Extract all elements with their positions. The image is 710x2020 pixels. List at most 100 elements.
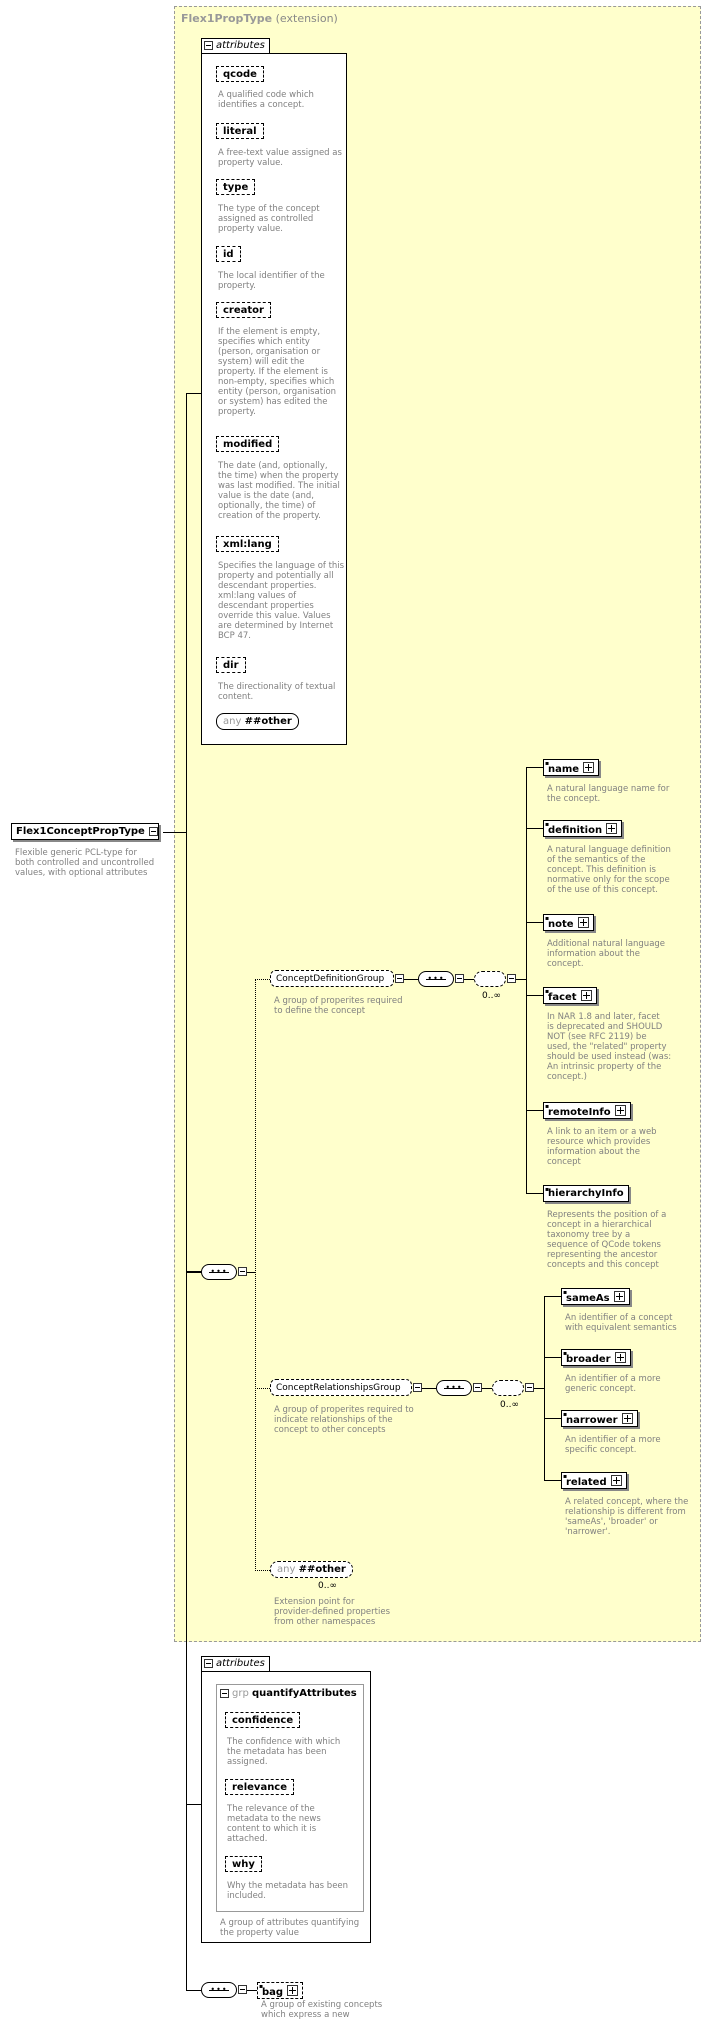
choice-compositor[interactable] bbox=[474, 971, 506, 987]
connector-line bbox=[186, 1804, 201, 1805]
connector-line bbox=[186, 1271, 201, 1272]
collapse-icon[interactable] bbox=[204, 40, 213, 50]
expand-icon[interactable] bbox=[606, 823, 618, 834]
collapse-icon[interactable] bbox=[455, 974, 464, 983]
element-sameas[interactable]: ▪sameAs bbox=[561, 1288, 630, 1305]
connector-line bbox=[464, 979, 474, 980]
element-bag[interactable]: ▪bag bbox=[257, 1982, 304, 1999]
attr-creator[interactable]: creator bbox=[216, 302, 271, 318]
any-element[interactable]: any ##other bbox=[270, 1561, 353, 1578]
connector-line bbox=[186, 393, 201, 394]
sequence-compositor[interactable]: ••• bbox=[436, 1380, 472, 1396]
attributes-box bbox=[201, 53, 347, 745]
collapse-icon[interactable] bbox=[413, 1383, 422, 1392]
collapse-icon[interactable] bbox=[204, 1658, 213, 1668]
element-hierarchyinfo[interactable]: ▪hierarchyInfo bbox=[543, 1185, 629, 1202]
dotted-connector bbox=[255, 979, 256, 1571]
attr-xml-lang[interactable]: xml:lang bbox=[216, 536, 279, 552]
multiplicity: 0..∞ bbox=[500, 1400, 519, 1410]
collapse-icon[interactable] bbox=[507, 974, 516, 983]
attr-literal[interactable]: literal bbox=[216, 123, 264, 139]
sequence-compositor[interactable]: ••• bbox=[201, 1264, 237, 1280]
connector-line bbox=[526, 828, 543, 829]
element-facet[interactable]: ▪facet bbox=[543, 987, 597, 1004]
collapse-icon[interactable] bbox=[220, 1688, 229, 1698]
element-name[interactable]: ▪name bbox=[543, 759, 600, 776]
element-broader[interactable]: ▪broader bbox=[561, 1349, 631, 1366]
connector-line bbox=[404, 979, 418, 980]
element-remoteinfo[interactable]: ▪remoteInfo bbox=[543, 1102, 631, 1119]
expand-icon[interactable] bbox=[613, 1291, 625, 1302]
element-note[interactable]: ▪note bbox=[543, 914, 594, 931]
multiplicity: 0..∞ bbox=[482, 991, 501, 1001]
attributes-tab[interactable]: attributes bbox=[201, 38, 270, 53]
attributes-tab[interactable]: attributes bbox=[201, 1656, 270, 1671]
sequence-compositor[interactable]: ••• bbox=[418, 971, 454, 987]
expand-icon[interactable] bbox=[610, 1475, 622, 1486]
attr-why[interactable]: why bbox=[225, 1856, 262, 1872]
collapse-icon[interactable] bbox=[149, 827, 158, 836]
element-related[interactable]: ▪related bbox=[561, 1472, 627, 1489]
expand-icon[interactable] bbox=[577, 917, 589, 928]
concept-relationships-group[interactable]: ConceptRelationshipsGroup bbox=[270, 1379, 412, 1396]
attribute-group-box bbox=[216, 1684, 364, 1912]
connector-line bbox=[526, 1193, 543, 1194]
collapse-icon[interactable] bbox=[238, 1985, 247, 1994]
attr-confidence[interactable]: confidence bbox=[225, 1712, 301, 1728]
attr-desc: The date (and, optionally,the time) when… bbox=[218, 461, 340, 521]
expand-icon[interactable] bbox=[614, 1105, 626, 1116]
collapse-icon[interactable] bbox=[238, 1267, 247, 1276]
connector-line bbox=[247, 1990, 257, 1991]
attribute-group-title[interactable]: grp quantifyAttributes bbox=[220, 1688, 357, 1699]
connector-line bbox=[526, 1110, 543, 1111]
connector-line bbox=[247, 1272, 255, 1273]
connector-line bbox=[526, 922, 543, 923]
collapse-icon[interactable] bbox=[395, 974, 404, 983]
sequence-compositor[interactable]: ••• bbox=[201, 1982, 237, 1998]
any-attribute[interactable]: any ##other bbox=[216, 713, 299, 730]
connector-line bbox=[422, 1388, 436, 1389]
connector-line bbox=[526, 767, 527, 1193]
attr-relevance[interactable]: relevance bbox=[225, 1779, 295, 1795]
element-narrower[interactable]: ▪narrower bbox=[561, 1410, 638, 1427]
dotted-connector bbox=[255, 1570, 270, 1571]
choice-compositor[interactable] bbox=[492, 1380, 524, 1396]
attr-modified[interactable]: modified bbox=[216, 436, 280, 452]
expand-icon[interactable] bbox=[614, 1352, 626, 1363]
concept-definition-group[interactable]: ConceptDefinitionGroup bbox=[270, 970, 394, 987]
connector-line bbox=[516, 979, 526, 980]
element-definition[interactable]: ▪definition bbox=[543, 820, 623, 837]
attr-id[interactable]: id bbox=[216, 246, 241, 262]
connector-line bbox=[186, 1272, 202, 1273]
attr-dir[interactable]: dir bbox=[216, 657, 246, 673]
expand-icon[interactable] bbox=[621, 1413, 633, 1424]
expand-icon[interactable] bbox=[287, 1985, 299, 1996]
root-element[interactable]: Flex1ConceptPropType bbox=[11, 823, 159, 840]
collapse-icon[interactable] bbox=[525, 1383, 534, 1392]
attr-type[interactable]: type bbox=[216, 179, 256, 195]
collapse-icon[interactable] bbox=[473, 1383, 482, 1392]
main-spine-line bbox=[186, 393, 187, 1991]
dotted-connector bbox=[255, 1388, 270, 1389]
expand-icon[interactable] bbox=[580, 990, 592, 1001]
connector-line bbox=[544, 1296, 545, 1480]
attr-qcode[interactable]: qcode bbox=[216, 66, 264, 82]
expand-icon[interactable] bbox=[583, 762, 595, 773]
